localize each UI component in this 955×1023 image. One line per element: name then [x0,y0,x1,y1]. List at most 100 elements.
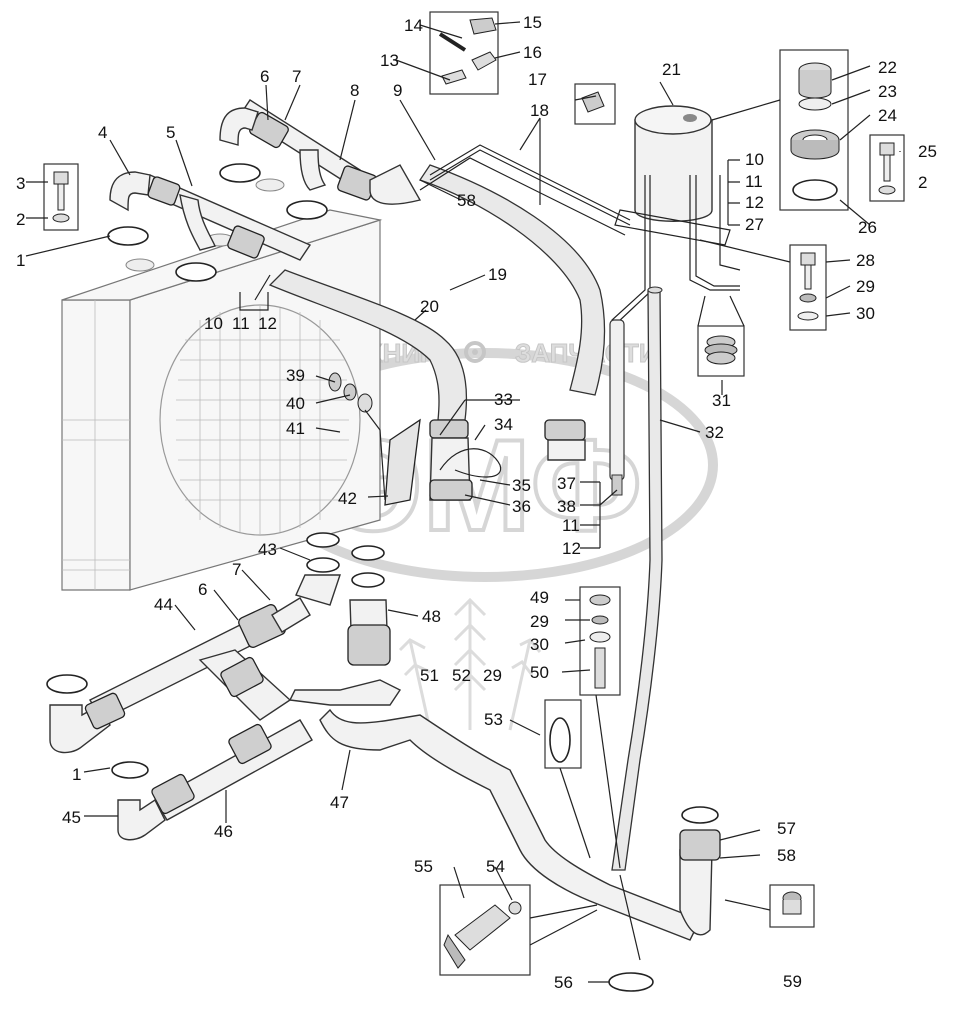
clamp-36 [429,479,473,501]
callout-31: 31 [712,391,731,410]
clip-box [429,11,499,95]
callout-25: 25 [918,142,937,161]
drain-valve-box [439,884,531,976]
bracket-assembly [328,372,421,506]
callout-13: 13 [380,51,399,70]
callout-15: 15 [523,13,542,32]
callout-2b: 2 [918,173,927,192]
callout-labels: 1 2 3 4 5 6 7 8 9 10 11 12 13 14 15 16 1… [16,13,937,992]
o-ring-upper-a [175,262,217,282]
callout-19: 19 [488,265,507,284]
callout-29c: 29 [483,666,502,685]
callout-30a: 30 [856,304,875,323]
callout-2a: 2 [16,210,25,229]
callout-20: 20 [420,297,439,316]
clamp-lower-d [220,656,264,698]
plug-box-59 [769,884,815,928]
wheat-logo-icon [398,597,542,731]
callout-5: 5 [166,123,175,142]
clamp-lower-b [151,773,195,815]
o-ring-57 [681,806,719,824]
callout-12b: 12 [745,193,764,212]
o-ring-43a [306,532,340,548]
callout-28: 28 [856,251,875,270]
cap-assembly [429,11,905,377]
callout-1b: 1 [72,765,81,784]
bolt-box-right [869,134,905,202]
callout-16: 16 [523,43,542,62]
callout-22: 22 [878,58,897,77]
o-ring-upper-c [286,200,328,220]
bolt-icon [52,171,70,223]
gear-icon [464,341,486,363]
callout-48: 48 [422,607,441,626]
fan-grille [159,304,361,536]
callout-21: 21 [662,60,681,79]
callout-42: 42 [338,489,357,508]
clamp-48 [347,624,391,666]
callout-58b: 58 [457,191,476,210]
callout-29a: 29 [856,277,875,296]
callout-6a: 6 [260,67,269,86]
sight-glass-box [697,325,745,377]
clip-parts-icon [438,17,497,85]
callout-3: 3 [16,174,25,193]
o-ring-1 [107,226,149,246]
bolt-box-28 [789,244,827,331]
callout-7b: 7 [232,560,241,579]
callout-50: 50 [530,663,549,682]
clamp-7a [147,176,181,206]
callout-27: 27 [745,215,764,234]
bolt-49-icon [589,594,611,689]
o-ring-43b [306,557,340,573]
callout-55: 55 [414,857,433,876]
callout-47: 47 [330,793,349,812]
expansion-tank [419,105,741,871]
drain-valve-icon [443,901,522,969]
callout-9: 9 [393,81,402,100]
leader-lines [25,21,901,983]
clamp-box-53 [544,699,582,769]
callout-56: 56 [554,973,573,992]
clamp-lower-c [228,723,272,765]
callout-29b: 29 [530,612,549,631]
hose-clamp-56 [608,972,654,992]
hose-clamp-53 [549,717,571,763]
callout-33: 33 [494,390,513,409]
clamp-12a [227,225,265,259]
plug-box-17 [574,83,616,125]
o-ring-48a [351,545,385,561]
bolt-box-left [43,163,79,231]
plug-17-icon [581,91,605,113]
callout-40: 40 [286,394,305,413]
clamp-34 [544,419,586,441]
callout-17: 17 [528,70,547,89]
callout-34: 34 [494,415,513,434]
callout-32: 32 [705,423,724,442]
filler-cap-icon [790,62,840,201]
callout-14: 14 [404,16,423,35]
callout-43: 43 [258,540,277,559]
o-ring-upper-b [219,163,261,183]
callout-18: 18 [530,101,549,120]
bolt-39-icon [328,372,373,413]
callout-11a: 11 [232,314,250,333]
callout-6b: 6 [198,580,207,599]
callout-11c: 11 [562,516,580,535]
callout-26: 26 [858,218,877,237]
callout-23: 23 [878,82,897,101]
callout-35: 35 [512,476,531,495]
lower-pipe-assembly [46,532,815,992]
callout-10a: 10 [204,314,223,333]
callout-37: 37 [557,474,576,493]
radiator [61,178,383,591]
callout-51: 51 [420,666,439,685]
plug-59-icon [782,891,802,915]
bolt-icon-right [878,142,896,195]
clamp-lower-a [84,692,126,730]
callout-38: 38 [557,497,576,516]
callout-57: 57 [777,819,796,838]
o-ring-lower-b [111,761,149,779]
callout-12a: 12 [258,314,277,333]
